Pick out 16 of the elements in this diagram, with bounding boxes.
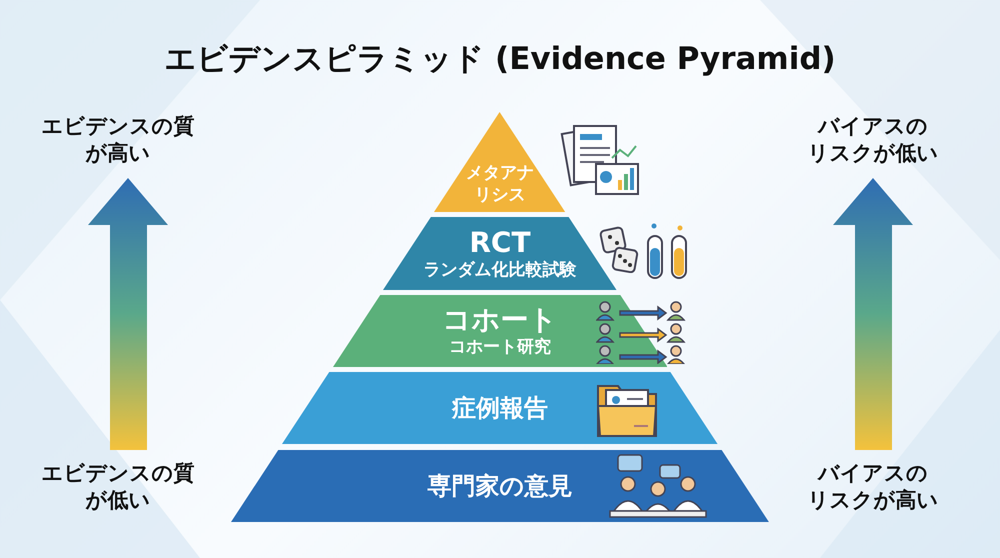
tier-label: 症例報告 xyxy=(452,393,548,423)
tier-label: 専門家の意見 xyxy=(427,471,572,501)
side-note: バイアスのリスクが高い xyxy=(806,460,940,514)
tier-label: メタアナリシス xyxy=(464,162,535,206)
side-note: エビデンスの質が高い xyxy=(40,113,196,167)
pyramid-tier xyxy=(231,450,769,522)
pyramid-apex xyxy=(434,112,566,212)
tier-label: コホート xyxy=(442,304,558,336)
side-note: エビデンスの質が低い xyxy=(40,460,196,514)
pyramid-tier xyxy=(332,295,668,367)
tier-subtitle: ランダム化比較試験 xyxy=(423,258,576,280)
tier-subtitle: コホート研究 xyxy=(448,336,551,358)
title: エビデンスピラミッド (Evidence Pyramid) xyxy=(163,40,837,79)
tier-label: RCT xyxy=(469,226,531,258)
pyramid-tier xyxy=(383,217,617,290)
side-note: バイアスのリスクが低い xyxy=(806,113,940,167)
